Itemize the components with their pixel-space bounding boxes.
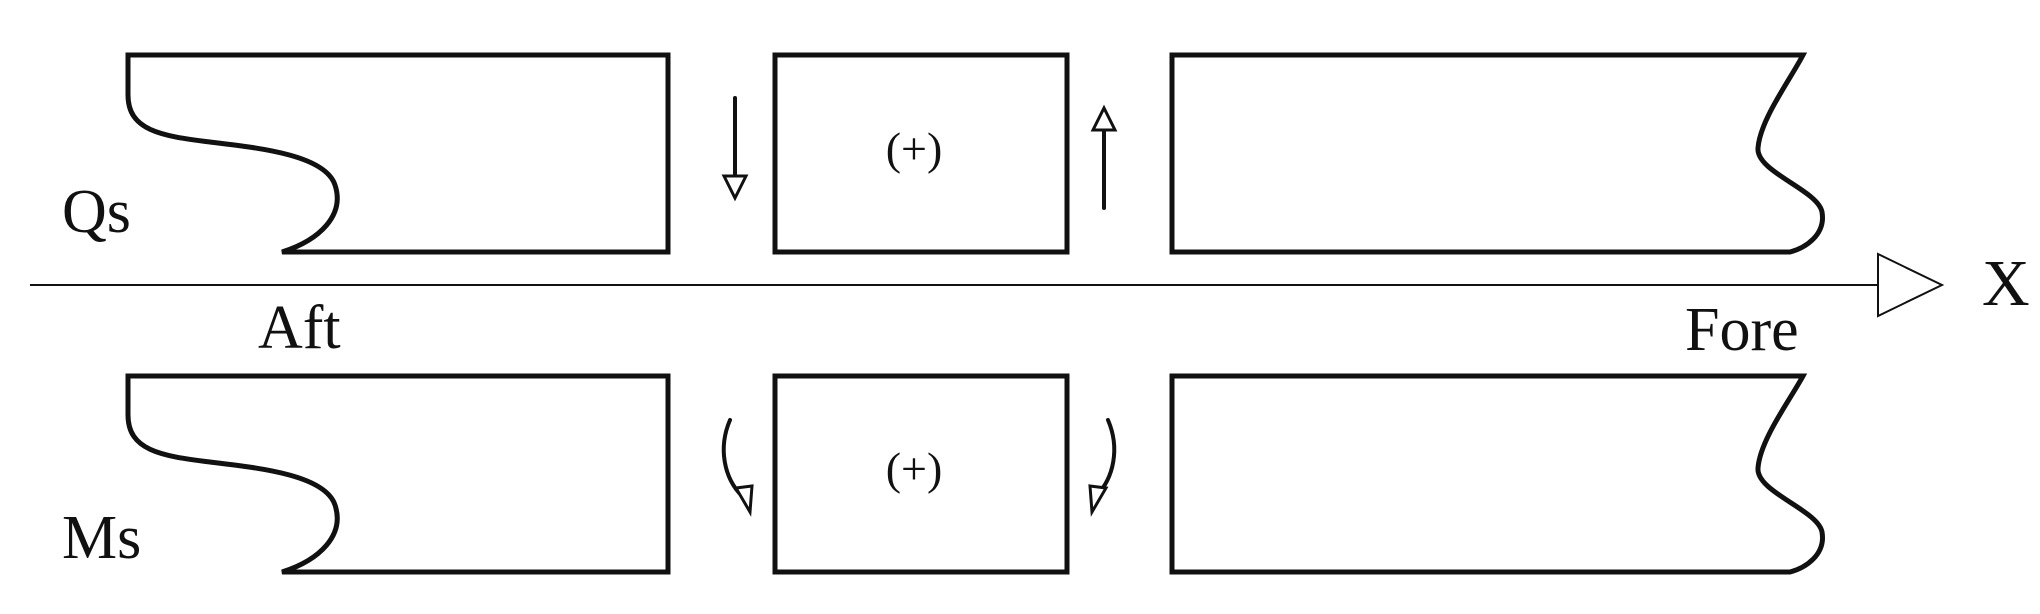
- positive-sign-shear: (+): [886, 123, 943, 174]
- fore-hull-segment-top: [1169, 52, 1825, 255]
- arrow-up-icon: [1090, 104, 1118, 210]
- x-axis: X: [30, 247, 2030, 320]
- middle-element-top: [772, 52, 1070, 255]
- fore-label: Fore: [1685, 296, 1799, 364]
- positive-sign-moment: (+): [886, 443, 943, 494]
- middle-element-bottom: [772, 373, 1070, 575]
- x-axis-label: X: [1982, 247, 2030, 320]
- aft-hull-segment-bottom: [125, 373, 671, 575]
- shear-force-row: Qs (+): [62, 52, 1825, 255]
- arrow-down-icon: [721, 96, 749, 202]
- fore-hull-segment-bottom: [1169, 373, 1825, 575]
- aft-label: Aft: [258, 294, 341, 362]
- aft-hull-segment-top: [125, 52, 671, 255]
- curved-arrow-cw-icon: [1088, 418, 1117, 517]
- bending-moment-row: Ms (+): [62, 373, 1825, 575]
- x-axis-arrowhead-icon: [1877, 252, 1945, 318]
- bending-moment-label: Ms: [62, 504, 141, 572]
- curved-arrow-ccw-icon: [721, 418, 754, 517]
- shear-force-label: Qs: [62, 178, 131, 246]
